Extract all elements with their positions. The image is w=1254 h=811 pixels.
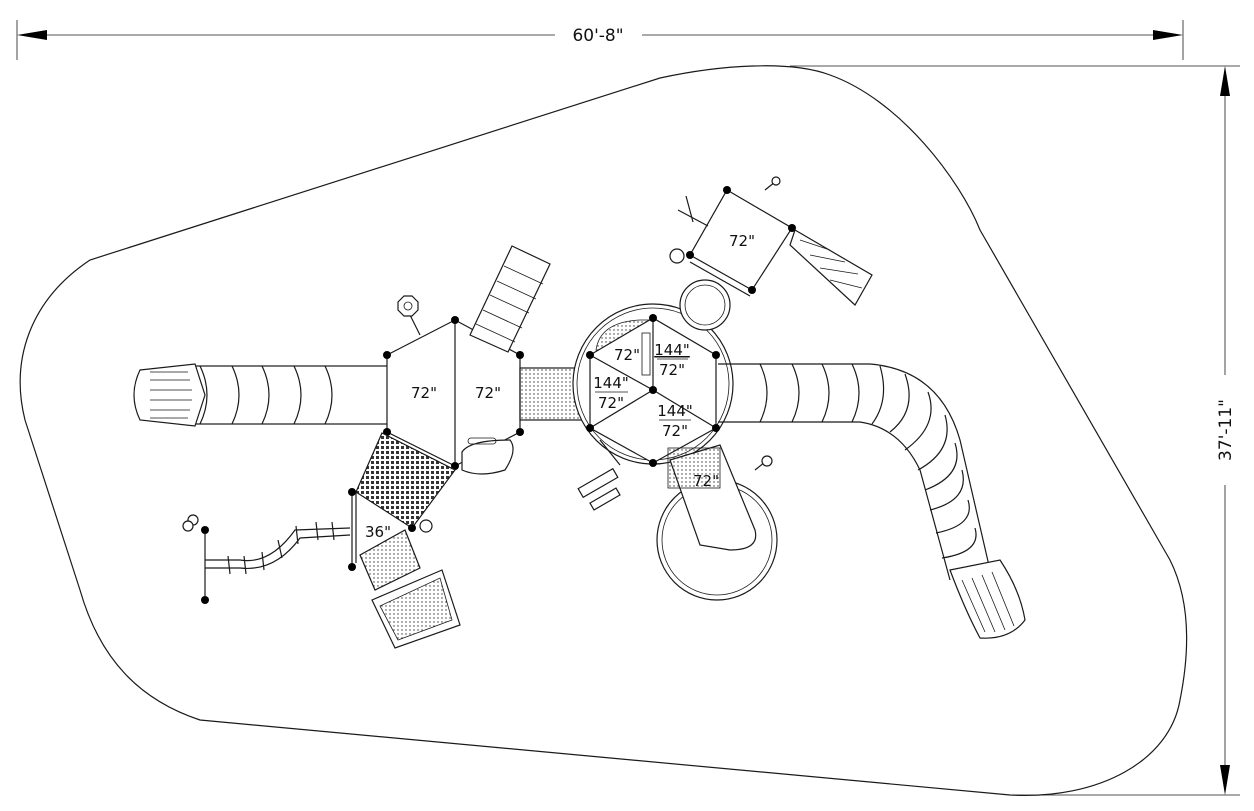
width-label: 60'-8" [572, 26, 623, 46]
right-curved-tube-slide [718, 363, 1026, 639]
overall-width-dimension: 60'-8" [16, 20, 1184, 60]
use-zone-outline [19, 65, 1188, 797]
center-top-right-top-label: 144" [654, 341, 690, 359]
stepped-deck-label: 36" [365, 523, 391, 541]
center-left-top-label: 144" [593, 374, 629, 392]
left-hex-deck-group: 72" 72" [383, 295, 524, 475]
center-bottom-climber [577, 439, 621, 511]
arrow-up-icon [1220, 66, 1230, 96]
arrow-left-icon [17, 30, 47, 40]
bottom-spiral-slide: 72" [656, 444, 778, 601]
center-small-label: 72" [614, 346, 640, 364]
ladder [469, 245, 551, 353]
bottom-slide-deck-label: 72" [693, 472, 719, 490]
arrow-down-icon [1220, 765, 1230, 795]
wavy-bar-climber [182, 514, 351, 604]
overall-height-dimension: 37'-11" [790, 65, 1240, 796]
center-bottom-top-label: 144" [657, 402, 693, 420]
center-bottom-bottom-label: 72" [662, 422, 688, 440]
center-left-bottom-label: 72" [598, 394, 624, 412]
left-hex-b-label: 72" [475, 384, 501, 402]
left-hex-a-label: 72" [411, 384, 437, 402]
arrow-right-icon [1153, 30, 1183, 40]
center-top-right-bottom-label: 72" [659, 361, 685, 379]
center-tower: 72" 144" 72" 144" 72" 144" 72" [572, 303, 734, 467]
left-tube-slide [133, 363, 391, 427]
stepped-climbing-area: 36" [348, 432, 461, 649]
top-right-deck-label: 72" [729, 232, 755, 250]
top-right-deck: 72" [669, 176, 873, 331]
height-label: 37'-11" [1216, 399, 1236, 461]
